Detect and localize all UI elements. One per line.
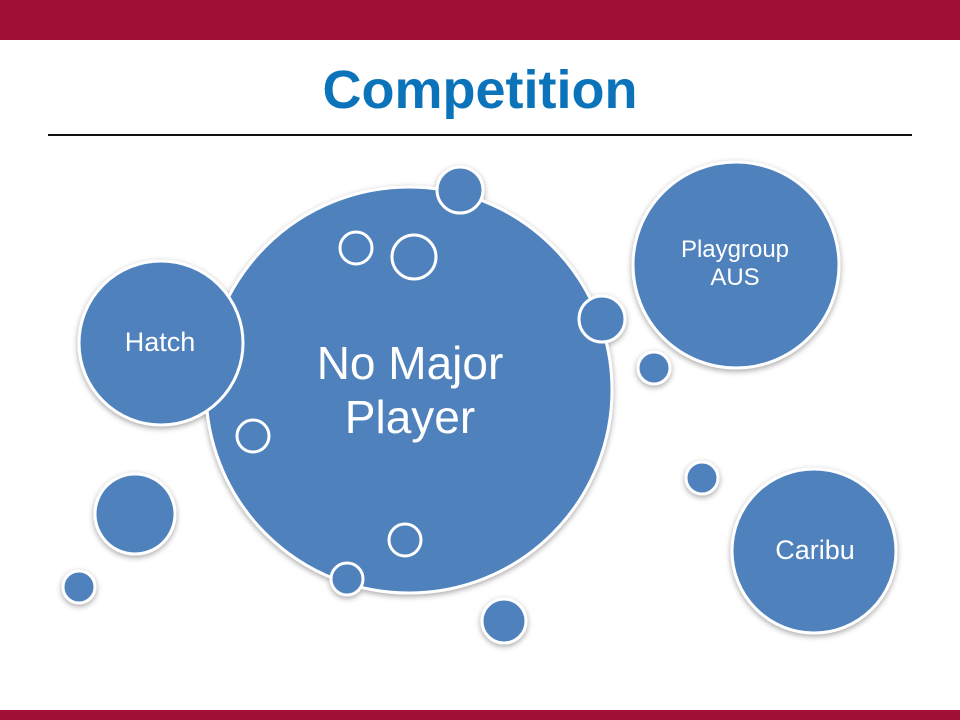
small-bubble [684, 460, 720, 496]
hatch-label: Hatch [124, 326, 196, 357]
playgroup-aus-label: Playgroup AUS [680, 236, 790, 291]
bubble-hatch [77, 259, 245, 427]
small-bubble [329, 561, 365, 597]
small-bubble [435, 165, 485, 215]
bubble-playgroup-aus [631, 160, 841, 370]
caribu-label: Caribu [775, 534, 855, 565]
title-underline [48, 134, 912, 136]
bubble-caribu [730, 467, 898, 635]
no-major-player-label: No Major Player [316, 337, 504, 443]
small-bubble [387, 522, 423, 558]
small-bubble [636, 350, 672, 386]
small-bubble [61, 569, 97, 605]
top-accent-bar [0, 0, 960, 40]
small-bubble [93, 472, 177, 556]
small-bubble [235, 418, 271, 454]
bottom-accent-bar [0, 710, 960, 720]
small-bubble [390, 233, 438, 281]
small-bubble [338, 230, 374, 266]
slide-title: Competition [322, 60, 638, 120]
small-bubble [480, 597, 528, 645]
small-bubble [577, 294, 627, 344]
